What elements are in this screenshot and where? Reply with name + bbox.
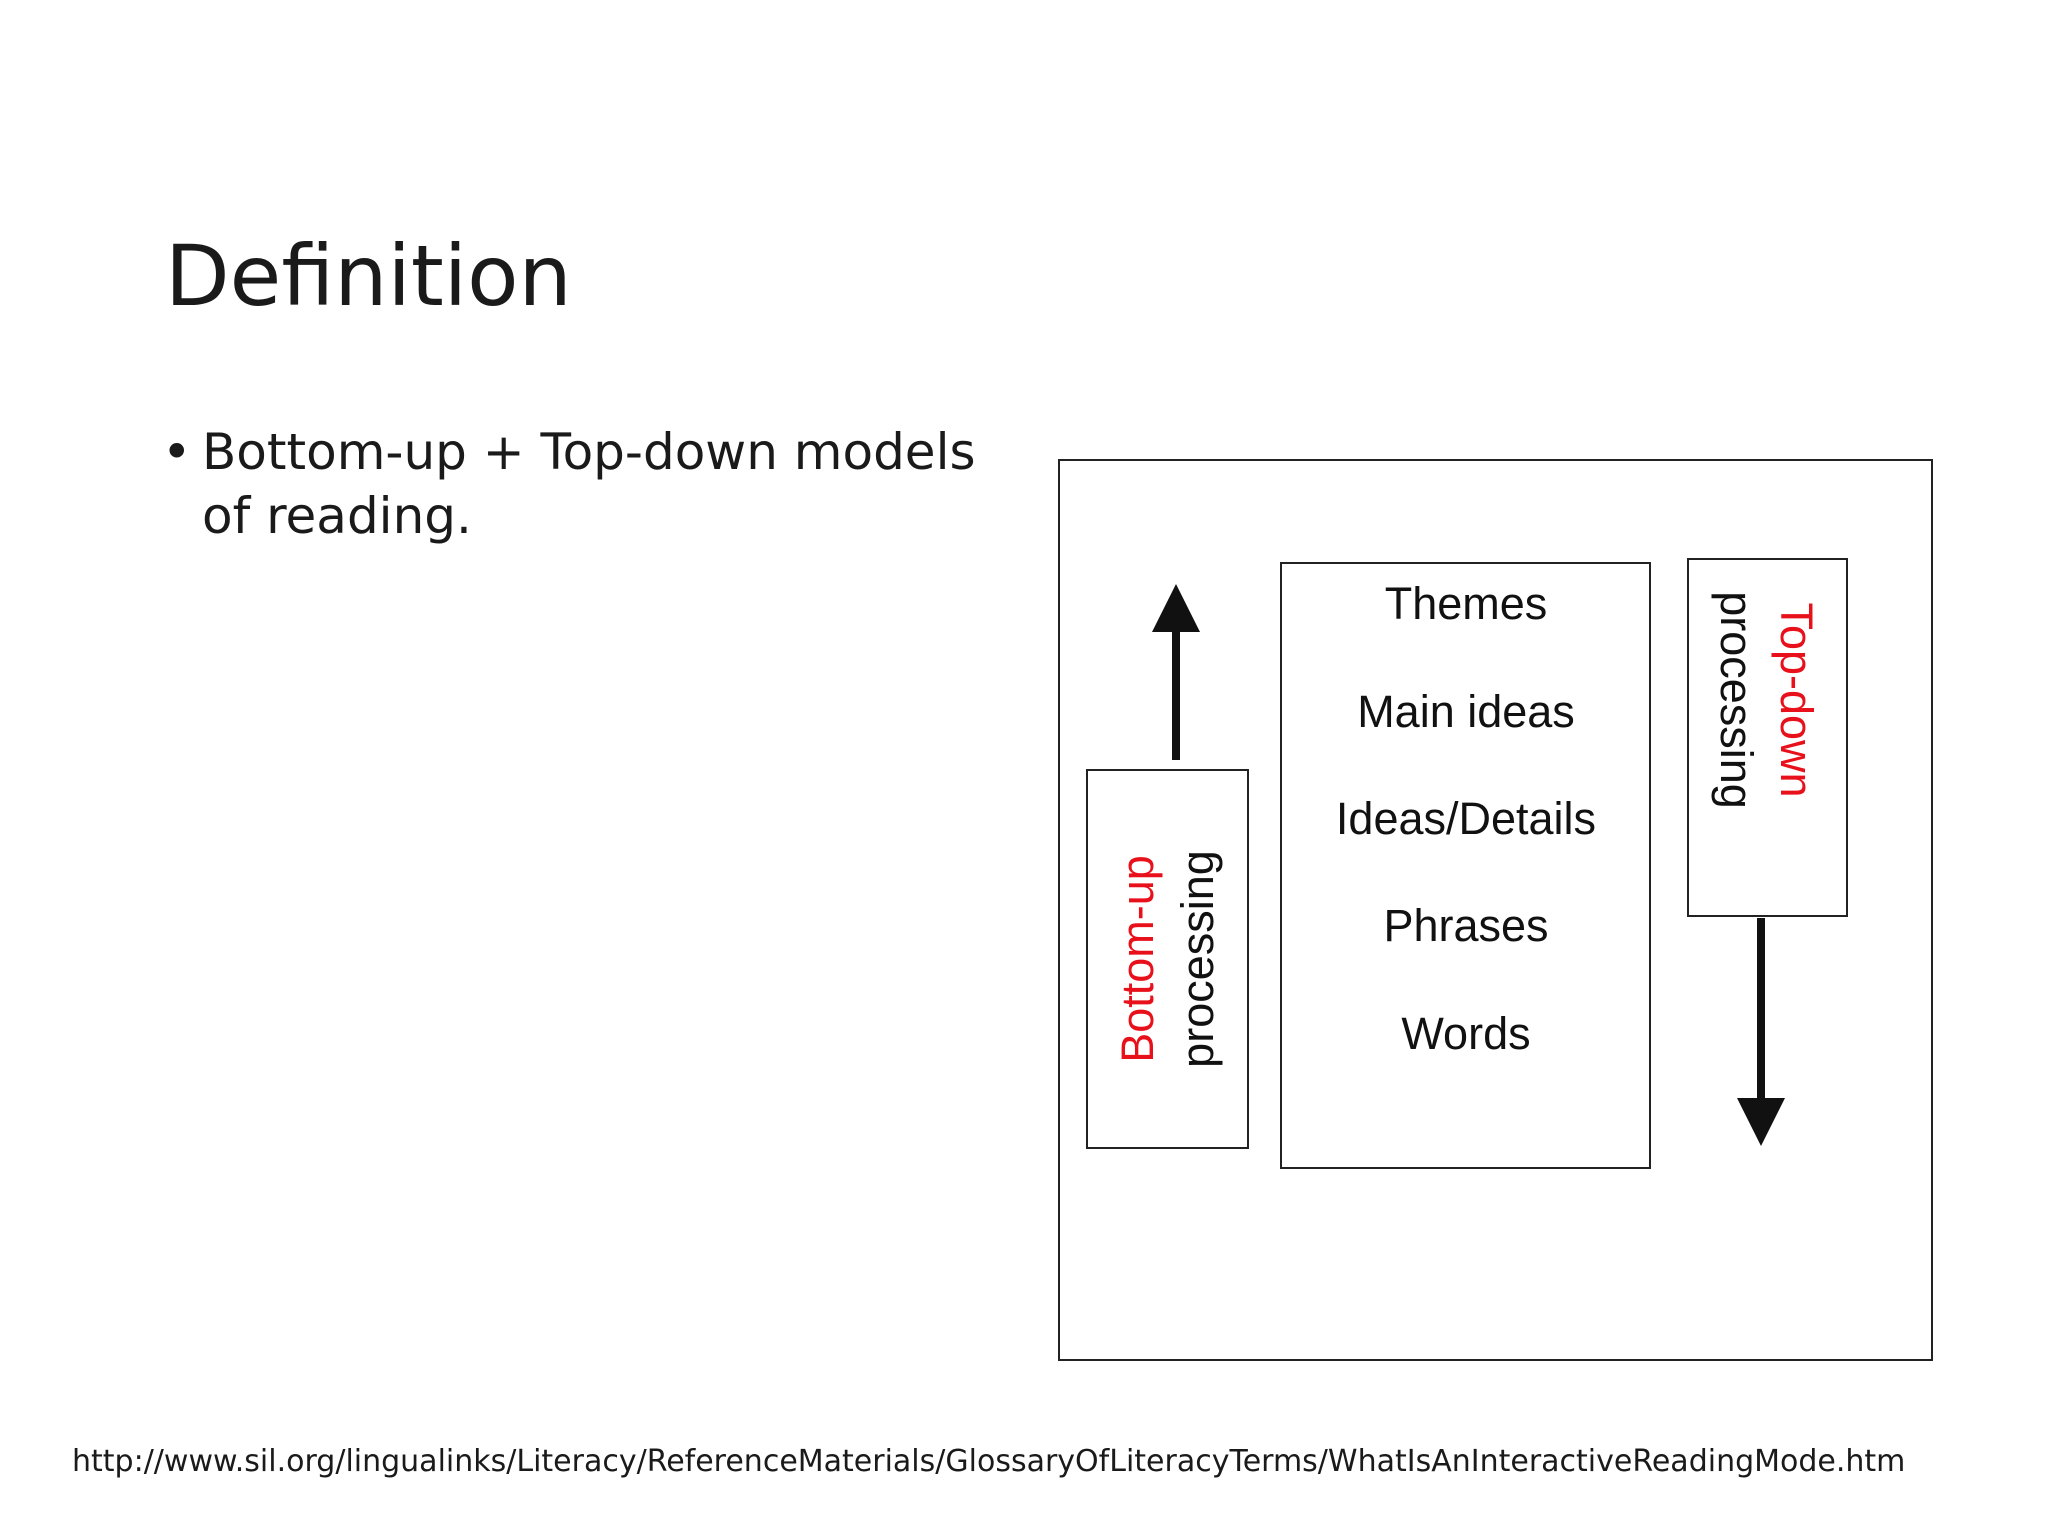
level-phrases: Phrases [1383, 900, 1548, 951]
top-down-processing: processing [1711, 591, 1762, 809]
top-down-box [1687, 558, 1848, 917]
bullet-text: Bottom-up + Top-down models of reading. [202, 423, 976, 545]
level-ideas-details: Ideas/Details [1336, 793, 1596, 844]
bottom-up-label: Bottom-up processing [1112, 850, 1223, 1068]
level-themes: Themes [1385, 578, 1548, 629]
bullet-list: • Bottom-up + Top-down models of reading… [162, 420, 1022, 548]
source-url: http://www.sil.org/lingualinks/Literacy/… [72, 1444, 1906, 1479]
bottom-up-box [1086, 769, 1249, 1149]
level-words: Words [1401, 1008, 1530, 1059]
top-down-label: Top-down processing [1711, 591, 1822, 809]
level-main-ideas: Main ideas [1357, 686, 1575, 737]
bullet-item: • Bottom-up + Top-down models of reading… [162, 420, 1022, 548]
bottom-up-processing: processing [1172, 850, 1223, 1068]
levels-list: Themes Main ideas Ideas/Details Phrases … [1336, 578, 1596, 1059]
top-down-highlight: Top-down [1771, 602, 1822, 797]
slide-title: Definition [165, 227, 572, 326]
bullet-marker: • [162, 423, 192, 481]
bottom-up-highlight: Bottom-up [1112, 855, 1163, 1063]
levels-box [1280, 562, 1651, 1169]
